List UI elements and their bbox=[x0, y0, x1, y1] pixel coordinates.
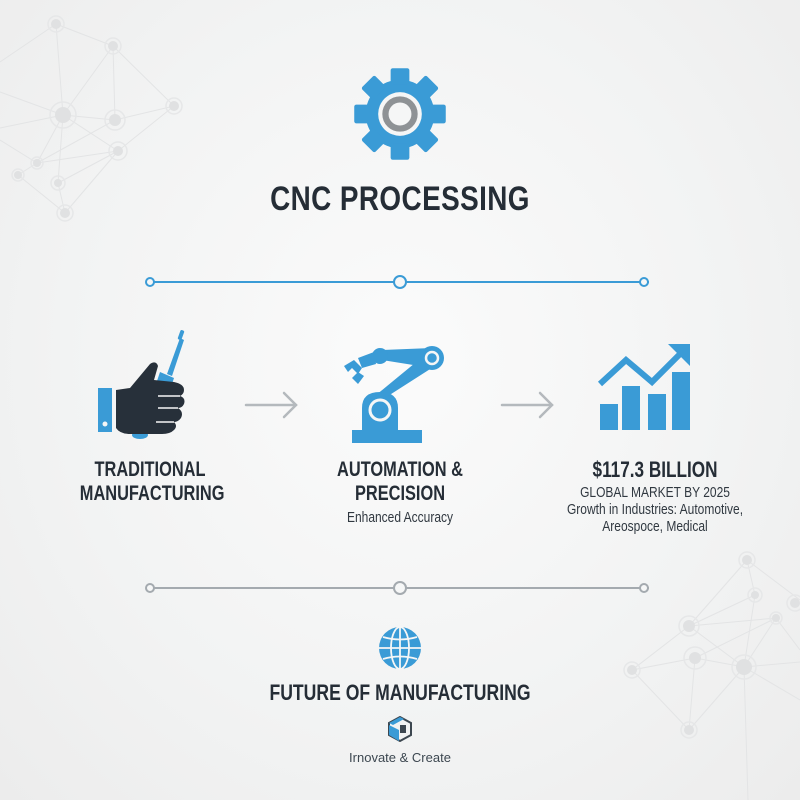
tagline: Irnovate & Create bbox=[349, 750, 451, 765]
timeline-node-2 bbox=[393, 275, 407, 289]
timeline-node-2 bbox=[393, 581, 407, 595]
market-detail: Areospoce, Medical bbox=[602, 518, 708, 535]
step-title-line: AUTOMATION & bbox=[337, 458, 463, 481]
hand-screwdriver-icon bbox=[98, 330, 185, 439]
timeline-node-3 bbox=[639, 583, 649, 593]
cube-logo-icon bbox=[388, 716, 412, 742]
arrow-right-icon bbox=[500, 391, 554, 419]
timeline-node-1 bbox=[145, 277, 155, 287]
step-title-line: MANUFACTURING bbox=[79, 482, 225, 505]
arrow-right-icon bbox=[244, 391, 298, 419]
step-automation: AUTOMATION & PRECISION Enhanced Accuracy bbox=[300, 458, 500, 526]
robot-arm-icon bbox=[344, 346, 444, 443]
footer-title: FUTURE OF MANUFACTURING bbox=[269, 680, 531, 705]
timeline-top bbox=[145, 274, 657, 290]
step-traditional: TRADITIONAL MANUFACTURING bbox=[60, 458, 240, 506]
step-title-line: TRADITIONAL bbox=[94, 458, 206, 481]
market-value: $117.3 BILLION bbox=[592, 457, 718, 482]
step-subtitle: Enhanced Accuracy bbox=[346, 509, 454, 526]
timeline-node-1 bbox=[145, 583, 155, 593]
growth-chart-icon bbox=[597, 344, 690, 430]
market-caption: GLOBAL MARKET BY 2025 bbox=[580, 484, 730, 501]
page-title: CNC PROCESSING bbox=[270, 180, 530, 218]
gear-icon bbox=[354, 68, 446, 160]
globe-icon bbox=[379, 626, 421, 670]
timeline-bottom bbox=[145, 580, 657, 596]
timeline-node-3 bbox=[639, 277, 649, 287]
step-title-line: PRECISION bbox=[354, 482, 446, 505]
market-detail: Growth in Industries: Automotive, bbox=[566, 501, 744, 518]
step-market: $117.3 BILLION GLOBAL MARKET BY 2025 Gro… bbox=[530, 457, 780, 536]
